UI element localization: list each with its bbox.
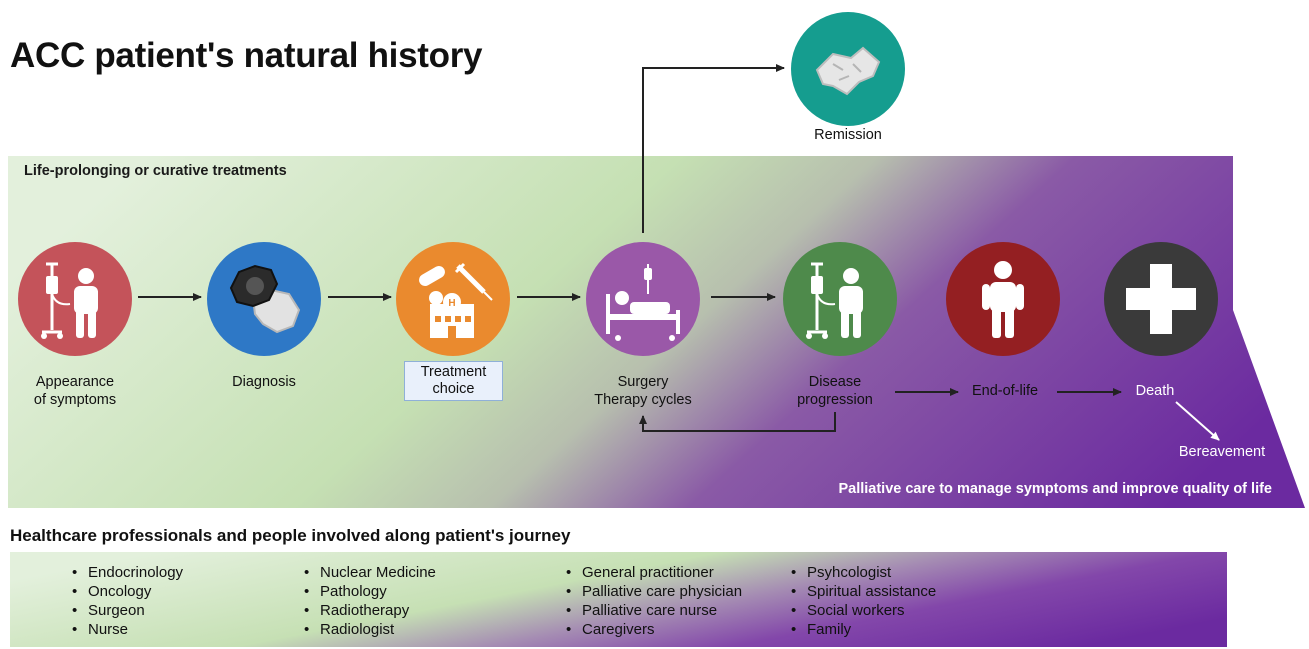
list-item: Palliative care nurse (564, 601, 742, 620)
list-item: Radiologist (302, 620, 436, 639)
patient-iv-drip-icon (806, 262, 863, 339)
list-item: Palliative care physician (564, 582, 742, 601)
list-item: Radiotherapy (302, 601, 436, 620)
svg-text:H: H (448, 298, 455, 309)
treatment-circle: H (396, 242, 510, 356)
remission-label: Remission (814, 127, 882, 143)
person-icon (982, 261, 1024, 338)
hospital-pills-syringe-icon: H (419, 262, 493, 338)
arrow-death-bereavement (1175, 401, 1220, 441)
professionals-column-3: General practitioner Palliative care phy… (564, 563, 742, 639)
symptoms-circle (18, 242, 132, 356)
list-item: Endocrinology (70, 563, 183, 582)
arrow-surgery-remission (642, 64, 785, 233)
progression-circle (783, 242, 897, 356)
palliative-band-label: Palliative care to manage symptoms and i… (838, 481, 1272, 497)
list-item: Oncology (70, 582, 183, 601)
hospital-bed-icon (606, 264, 680, 341)
professionals-column-1: Endocrinology Oncology Surgeon Nurse (70, 563, 183, 639)
page-title: ACC patient's natural history (10, 36, 483, 75)
list-item: Nurse (70, 620, 183, 639)
list-item: Spiritual assistance (789, 582, 936, 601)
death-circle (1104, 242, 1218, 356)
cross-icon (1126, 264, 1196, 334)
end-of-life-label: End-of-life (971, 383, 1039, 399)
remission-circle (791, 12, 905, 126)
diagnosis-circle (207, 242, 321, 356)
bereavement-label: Bereavement (1178, 444, 1266, 460)
patient-iv-drip-icon (41, 262, 98, 339)
professionals-column-2: Nuclear Medicine Pathology Radiotherapy … (302, 563, 436, 639)
list-item: Social workers (789, 601, 936, 620)
list-item: Nuclear Medicine (302, 563, 436, 582)
end-of-life-circle (946, 242, 1060, 356)
list-item: Pathology (302, 582, 436, 601)
death-label: Death (1135, 383, 1175, 399)
curative-band-label: Life-prolonging or curative treatments (24, 163, 287, 179)
list-item: Psyhcologist (789, 563, 936, 582)
tumor-tissue-icon (229, 264, 301, 334)
professionals-column-4: Psyhcologist Spiritual assistance Social… (789, 563, 936, 639)
surgery-circle (586, 242, 700, 356)
list-item: General practitioner (564, 563, 742, 582)
arrow-progression-surgery (639, 412, 836, 432)
diagnosis-label: Diagnosis (232, 374, 296, 390)
professionals-title: Healthcare professionals and people invo… (10, 526, 571, 545)
list-item: Family (789, 620, 936, 639)
list-item: Surgeon (70, 601, 183, 620)
list-item: Caregivers (564, 620, 742, 639)
tumor-tissue-icon (815, 46, 881, 96)
